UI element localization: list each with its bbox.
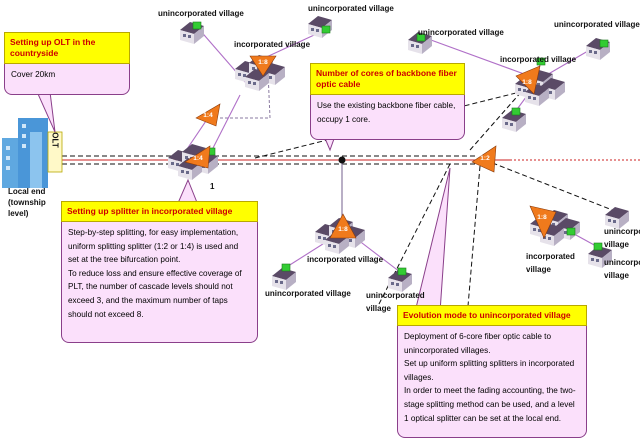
fiber-junction bbox=[338, 156, 346, 164]
label-unincorporated-village-bottom-2: unincorporated village bbox=[366, 291, 425, 313]
label-unincorporated-village-3: unincorporated village bbox=[418, 28, 504, 37]
callout-splitter-body-line-1: Step-by-step splitting, for easy impleme… bbox=[68, 228, 239, 265]
label-incorporated-village-right-top: incorporated village bbox=[500, 55, 577, 64]
olt-building bbox=[2, 118, 63, 188]
callout-evolution-body-line-2: Set up uniform splitting splitters in in… bbox=[404, 359, 575, 382]
splitter-left-small bbox=[195, 103, 221, 127]
callout-splitter-body-line-2: To reduce loss and ensure effective cove… bbox=[68, 268, 242, 319]
label-unincorporated-village-4: unincorporated village bbox=[554, 20, 640, 29]
splitter-ratio-bottom-center: 1:8 bbox=[338, 226, 348, 233]
splitter-left-hub bbox=[184, 145, 211, 169]
label-unincorporated-village-right-2: unincorporated village bbox=[604, 258, 640, 280]
callout-olt: Setting up OLT in the countryside Cover … bbox=[4, 32, 130, 95]
label-incorporated-village-bottom: incorporated village bbox=[307, 255, 384, 264]
label-local-end: Local end (township level) bbox=[8, 187, 46, 218]
fiber-branch bbox=[484, 159, 626, 216]
callout-backbone: Number of cores of backbone fiber optic … bbox=[310, 63, 465, 140]
label-partial: 1 bbox=[210, 182, 215, 191]
label-unincorporated-village-2: unincorporated village bbox=[308, 4, 394, 13]
callout-splitter-body: Step-by-step splitting, for easy impleme… bbox=[61, 222, 258, 343]
splitter-bottom-center bbox=[329, 213, 357, 239]
splitter-ratio-right-top: 1:8 bbox=[522, 79, 532, 86]
callout-splitter-title: Setting up splitter in incorporated vill… bbox=[61, 201, 258, 222]
splitter-ratio-top-center: 1:8 bbox=[258, 59, 268, 66]
onu-terminals bbox=[192, 21, 609, 276]
label-unincorporated-village-bottom-1: unincorporated village bbox=[265, 289, 351, 298]
callout-evolution-title: Evolution mode to unincorporated village bbox=[397, 305, 587, 326]
callout-evolution-body-line-1: Deployment of 6-core fiber optic cable t… bbox=[404, 332, 551, 355]
label-incorporated-village-right-bottom: incorporated village bbox=[526, 252, 575, 274]
label-unincorporated-village-right-1: unincorporated village bbox=[604, 227, 640, 249]
splitter-right-hub bbox=[471, 145, 497, 173]
callout-backbone-title: Number of cores of backbone fiber optic … bbox=[310, 63, 465, 95]
callout-evolution: Evolution mode to unincorporated village… bbox=[397, 305, 587, 438]
splitter-ratio-right-hub: 1:2 bbox=[480, 155, 490, 162]
fiber-branch bbox=[467, 165, 481, 307]
label-incorporated-village-top: incorporated village bbox=[234, 40, 311, 49]
callout-olt-title: Setting up OLT in the countryside bbox=[4, 32, 130, 64]
fiber-drop bbox=[267, 71, 271, 119]
olt-label: OLT bbox=[51, 132, 60, 148]
callout-backbone-body: Use the existing backbone fiber cable, o… bbox=[310, 95, 465, 140]
callout-splitter: Setting up splitter in incorporated vill… bbox=[61, 201, 258, 343]
splitter-ratio-left-hub: 1:4 bbox=[193, 155, 203, 162]
splitter-ratio-left-small: 1:4 bbox=[203, 112, 213, 119]
splitter-right-top bbox=[515, 65, 541, 95]
callout-olt-body: Cover 20km bbox=[4, 64, 130, 95]
splitter-right-bottom bbox=[529, 205, 557, 239]
callout-evolution-body-line-3: In order to meet the fading accounting, … bbox=[404, 386, 576, 423]
label-unincorporated-village-1: unincorporated village bbox=[158, 9, 244, 18]
splitter-ratio-right-bottom: 1:8 bbox=[537, 214, 547, 221]
callout-evolution-body: Deployment of 6-core fiber optic cable t… bbox=[397, 326, 587, 438]
splitter-top-center bbox=[249, 55, 277, 77]
